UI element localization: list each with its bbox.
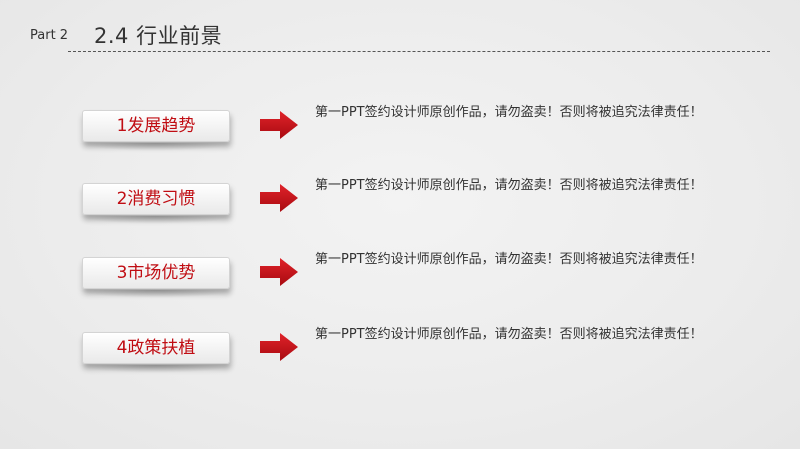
right-arrow-icon xyxy=(260,333,298,361)
right-arrow-icon xyxy=(260,184,298,212)
page-title: 2.4 行业前景 xyxy=(94,24,223,48)
list-item: 2消费习惯 第一PPT签约设计师原创作品，请勿盗卖！否则将被追究法律责任！ xyxy=(0,178,800,243)
right-arrow-icon xyxy=(260,258,298,286)
list-item: 1发展趋势 第一PPT签约设计师原创作品，请勿盗卖！否则将被追究法律责任！ xyxy=(0,105,800,170)
part-label: Part 2 xyxy=(30,28,69,43)
item-description: 第一PPT签约设计师原创作品，请勿盗卖！否则将被追究法律责任！ xyxy=(315,252,703,267)
item-label-box: 2消费习惯 xyxy=(77,183,235,224)
item-label-box: 4政策扶植 xyxy=(77,332,235,373)
right-arrow-icon xyxy=(260,111,298,139)
item-label-box: 3市场优势 xyxy=(77,257,235,298)
list-item: 4政策扶植 第一PPT签约设计师原创作品，请勿盗卖！否则将被追究法律责任！ xyxy=(0,327,800,392)
list-item: 3市场优势 第一PPT签约设计师原创作品，请勿盗卖！否则将被追究法律责任！ xyxy=(0,252,800,317)
item-description: 第一PPT签约设计师原创作品，请勿盗卖！否则将被追究法律责任！ xyxy=(315,178,703,193)
title-divider xyxy=(68,51,770,52)
item-description: 第一PPT签约设计师原创作品，请勿盗卖！否则将被追究法律责任！ xyxy=(315,327,703,342)
item-description: 第一PPT签约设计师原创作品，请勿盗卖！否则将被追究法律责任！ xyxy=(315,105,703,120)
item-label-box: 1发展趋势 xyxy=(77,110,235,151)
